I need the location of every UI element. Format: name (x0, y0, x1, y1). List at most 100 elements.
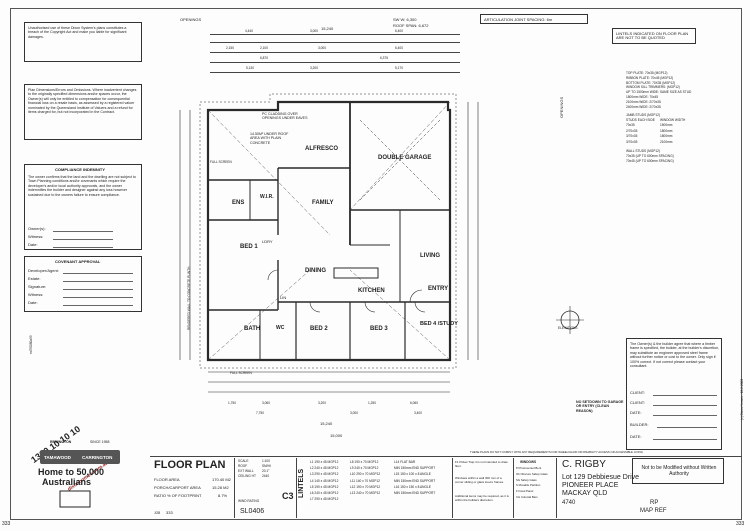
client-date-field[interactable] (653, 411, 717, 416)
rp-label: RP (650, 500, 659, 506)
wall-studs-1: 70x35 (UP TO 600mm SPACING) (626, 153, 674, 158)
elevations-label: ELEVATIONS (558, 326, 578, 330)
bottom-dim-r2-2: 3,400 (414, 411, 422, 415)
lintel-note-text: LINTELS INDICATED ON FLOOR PLAN ARE NOT … (616, 31, 689, 41)
covenant-witness-field[interactable] (63, 293, 133, 298)
lintel-spec-5: 1800mm WIDE: 70x45 (626, 94, 659, 99)
full-screen-note-bottom: FULL SCREEN (230, 371, 252, 375)
lintel-c3-4: L16 150 x 150 x 8 ANGLE (394, 484, 431, 489)
lintel-c1-3: L4 140 x 45 MGP12 (310, 478, 339, 483)
covenant-estate-field[interactable] (63, 277, 133, 282)
room-bed4: BED 4 /STUDY (420, 321, 458, 327)
title-divider-3 (452, 458, 453, 518)
roof-hip-1 (207, 109, 331, 236)
lintel-c3-1: MIN 150mm END SUPPORT (394, 466, 436, 471)
windows-note-3: Additional items may be required, as it … (455, 494, 509, 502)
jamb-row-0-width: 1500mm (660, 123, 673, 128)
jamb-row-3-width: 2100mm (660, 139, 673, 144)
not-modified-box: Not to be Modified without Written Autho… (632, 458, 724, 484)
lintel-spec-3: WINDOW SILL TRIMMERS: (MGP12) (626, 85, 680, 90)
bottom-dim-r1-3: 1,250 (368, 401, 376, 405)
compliance-date-field[interactable] (53, 243, 113, 248)
top-dim-line-1 (210, 34, 460, 35)
openings-right-label: OPENINGS (559, 96, 564, 118)
covenant-developer-field[interactable] (63, 269, 133, 274)
plan-code: SL0406 (240, 508, 265, 515)
builder-agreement-text: The Owner(s) & the builder agree that wh… (630, 342, 720, 369)
ext-wall-label: EXT WALL (238, 469, 254, 473)
dixon-homes-logo: 1300 10 10 10 dixonhomes.com.au TAMAWOOD… (29, 424, 120, 508)
wind-rating-label: WIND RATING (238, 499, 260, 503)
bottom-dim-r1-2: 3,200 (318, 401, 326, 405)
sheet-border (10, 8, 742, 520)
title-divider-2 (296, 458, 297, 518)
builder-field[interactable] (657, 423, 717, 428)
porch-area-label: PORCH/CARPORT AREA (154, 485, 201, 490)
lintel-specs: TOP PLATE: 70x35 (MGP12) RIBBON PLATE: 7… (626, 71, 692, 163)
lintel-c2-3: L11 140 x 70 MGP12 (350, 478, 380, 483)
footprint-label: RATIO % OF FOOTPRINT (154, 493, 202, 498)
client-field-2[interactable] (653, 401, 717, 406)
windows-legend-list: PI Pramounted Bent Ob Obscure Safety Gla… (516, 467, 548, 499)
lintel-c2-2: L10 290 x 70 MGP12 (350, 472, 381, 477)
disclaimer-text: THESE PLANS DO NOT COMPLY WITH ANY REQUI… (470, 450, 643, 454)
top-overall-dimension: 15,240 (321, 26, 334, 31)
roof-hip-4 (349, 269, 451, 361)
compliance-title: COMPLIANCE INDEMNITY (55, 167, 105, 172)
concrete-note: 14.50M² UNDER ROOF AREA WITH PLAIN CONCR… (250, 132, 289, 145)
room-wir: W.I.R. (260, 194, 274, 200)
compliance-box: COMPLIANCE INDEMNITY The owner confirms … (24, 164, 142, 250)
lintel-c1-5: L6 240 x 45 MGP12 (310, 491, 339, 496)
room-ens: ENS (232, 200, 245, 206)
covenant-title: COVENANT APPROVAL (55, 259, 101, 264)
top-dim-r1-2: 6,400 (395, 29, 403, 33)
jamb-row-1-width: 1800mm (660, 128, 673, 133)
covenant-witness-label: Witness: (28, 292, 44, 297)
compliance-witness-field[interactable] (53, 235, 113, 240)
lintel-spec-1: RIBBON PLATE: 70x45 (MGP12) (626, 75, 674, 80)
room-bed1: BED 1 (240, 244, 258, 250)
covenant-box: COVENANT APPROVAL Developer/Agent: Estat… (24, 256, 142, 312)
lintels-col-2: L8 190 x 70 MGP12 L9 240 x 70 MGP12 L10 … (350, 460, 381, 495)
floor-plan-drawing (179, 93, 584, 393)
compliance-owner-label: Owner(s): (28, 226, 46, 231)
client-address-3: MACKAY QLD (562, 490, 608, 497)
client-date-label: DATE: (630, 410, 642, 415)
jamb-row-2-width: 1800mm (660, 134, 673, 139)
logo-brand-tamawood: TAMAWOOD (44, 455, 72, 460)
articulation-note: ARTICULATION JOINT SPACING: 6m (480, 14, 588, 24)
room-double-garage: DOUBLE GARAGE (378, 155, 432, 161)
full-screen-note-top: FULL SCREEN (210, 160, 232, 164)
builder-date-field[interactable] (653, 435, 717, 440)
scale-value: 1:100 (262, 459, 270, 463)
bottom-dim-r1-0: 1,750 (228, 401, 236, 405)
client-postcode: 4740 (562, 500, 576, 506)
job-label: JOB (154, 511, 161, 515)
door-swing-bed4 (414, 301, 426, 313)
room-dining: DINING (305, 268, 326, 274)
room-kitchen: KITCHEN (358, 288, 385, 294)
roof-hip-2 (349, 101, 451, 211)
logo-brand-remington: REMINGTON (50, 440, 72, 444)
covenant-signature-label: Signature: (28, 284, 47, 289)
compliance-owner-field[interactable] (53, 227, 113, 232)
room-wc: WC (276, 325, 285, 331)
right-edge-note: (c) Dixon Homes - 18-2-2008 (740, 378, 744, 420)
lintel-c2-0: L8 190 x 70 MGP12 (350, 460, 379, 464)
room-lin: LIN (280, 295, 287, 300)
lintel-spec-4: UP TO 1500mm WIDE: SAME SIZE AS STUD (626, 90, 692, 95)
wind-rating-value: C3 (282, 491, 294, 501)
logo-tagline-1: Home to 50,000 (38, 467, 104, 477)
lintel-c3-0: L14 FLAT BAR (394, 460, 416, 464)
covenant-signature-field[interactable] (63, 285, 133, 290)
top-dim-line-2 (210, 42, 460, 43)
jamb-row-3-studs: 3/70x35 (626, 139, 638, 144)
client-field-1[interactable] (653, 391, 717, 396)
rendered-wall-note: RENDERED WALL TO CONCRETE PLINTH (187, 266, 191, 330)
windows-legend-2: SG Safety Glass (516, 477, 537, 482)
client-address-2: PIONEER PLACE (562, 482, 619, 489)
plan-dimensions-text: Plan Dimensions/Errors and Omissions. Wh… (28, 88, 137, 115)
covenant-date-field[interactable] (63, 301, 133, 306)
top-dim-r3-0: 6,870 (260, 56, 268, 60)
